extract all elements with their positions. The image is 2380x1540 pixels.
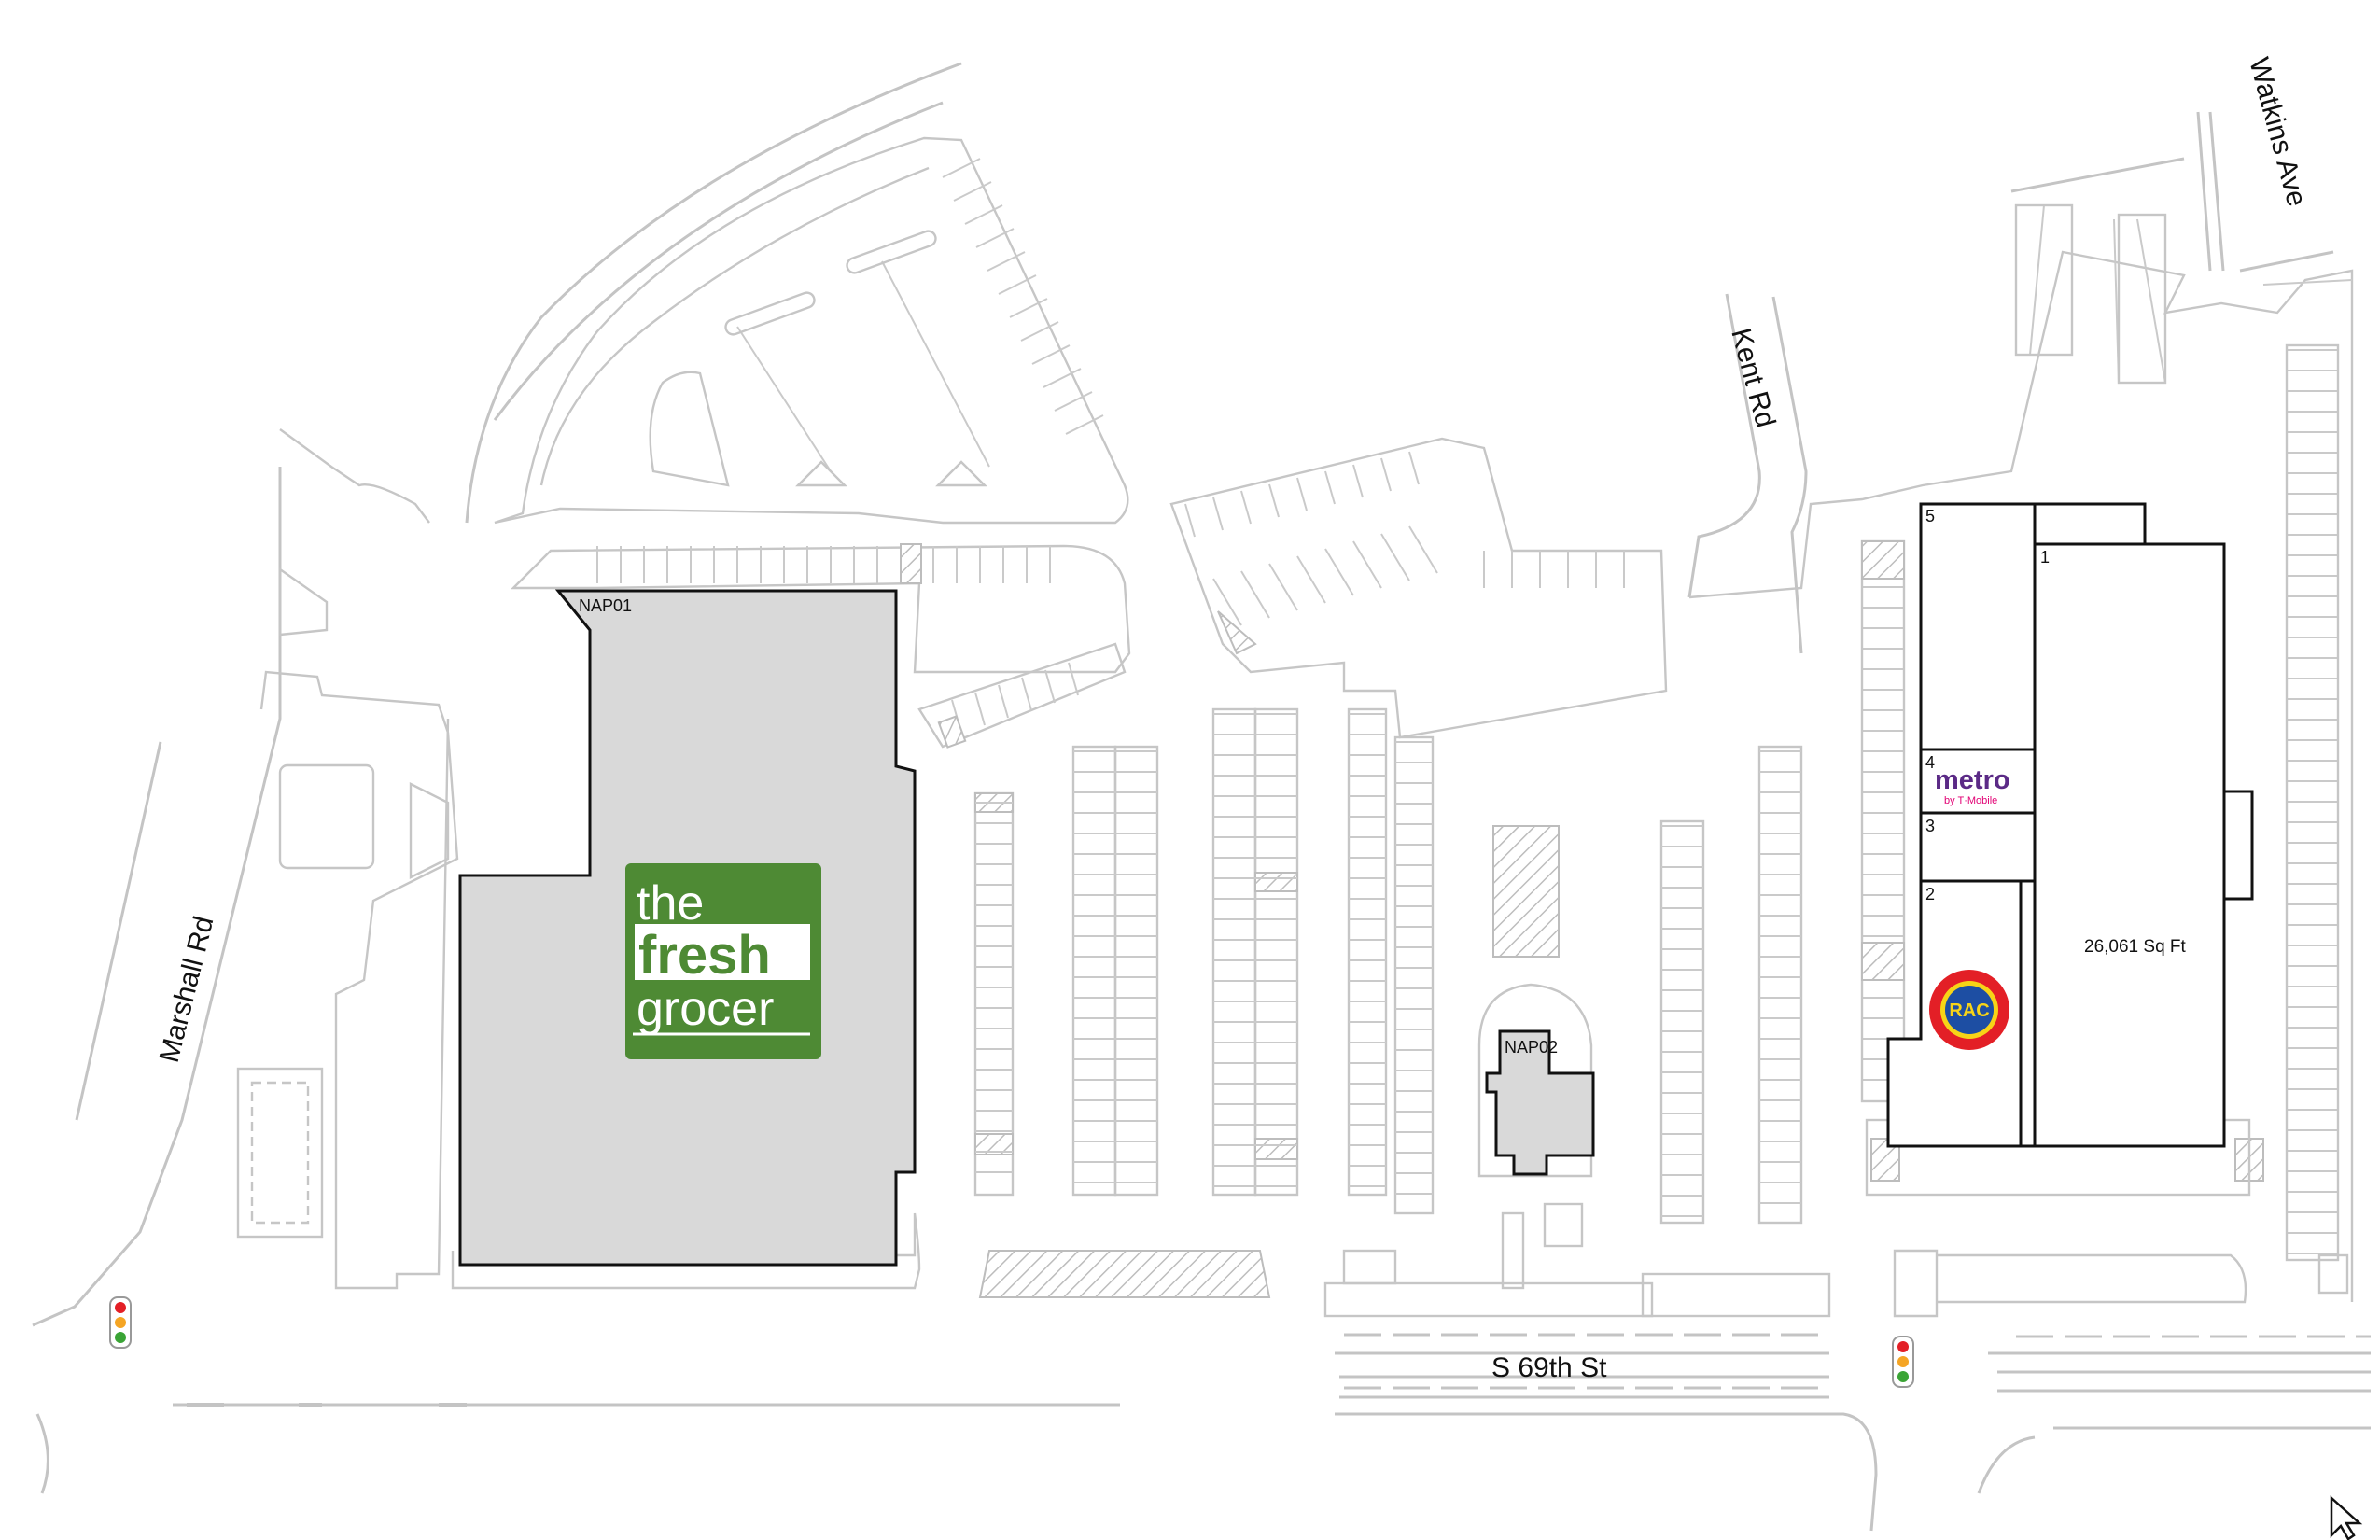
street-label-marshall: Marshall Rd	[154, 913, 220, 1065]
unit-number-2: 2	[1925, 885, 1935, 903]
logo-line-fresh: fresh	[638, 925, 771, 986]
building-nap02[interactable]: NAP02	[1485, 1029, 1595, 1176]
rent-a-center-logo: RAC	[1929, 970, 2009, 1050]
traffic-light-icon	[109, 1296, 132, 1349]
unit-number-4: 4	[1925, 753, 1935, 772]
parcel-label-nap01: NAP01	[579, 596, 632, 615]
svg-text:RAC: RAC	[1949, 1001, 1989, 1021]
unit-4[interactable]: 4 metro by T·Mobile	[1919, 748, 2037, 815]
street-label-s69: S 69th St	[1491, 1352, 1607, 1383]
stall-row	[596, 546, 1051, 583]
stall-ticks	[975, 349, 2338, 1254]
parking-areas	[236, 136, 2354, 1318]
shopping-center-outline	[1886, 502, 2254, 1148]
road-network	[32, 62, 2371, 1532]
stall-row	[942, 158, 1104, 435]
unit-2[interactable]: 2 RAC	[1886, 879, 2023, 1148]
street-label-kent: Kent Rd	[1725, 325, 1781, 430]
logo-line-the: the	[637, 876, 704, 931]
stall-row	[951, 662, 1079, 734]
shopping-center: 1 26,061 Sq Ft 5 4 metro by T·Mobile 3 2	[1886, 502, 2254, 1148]
svg-text:metro: metro	[1935, 765, 2010, 795]
metro-by-t-mobile-logo: metro by T·Mobile	[1935, 765, 2010, 806]
unit-number-3: 3	[1925, 817, 1935, 835]
stall-row	[1184, 451, 1625, 626]
unit-1-area: 26,061 Sq Ft	[2084, 937, 2187, 957]
parking-columns	[973, 707, 1803, 1298]
unit-number-5: 5	[1925, 507, 1935, 525]
stall-row	[2029, 204, 2353, 384]
svg-text:by T·Mobile: by T·Mobile	[1944, 795, 1997, 806]
unit-number-1: 1	[2040, 548, 2050, 567]
north-arrow-icon	[2330, 1495, 2363, 1540]
fresh-grocer-logo: the fresh grocer	[625, 863, 821, 1059]
logo-line-grocer: grocer	[637, 982, 774, 1036]
parcel-label-nap02: NAP02	[1505, 1038, 1558, 1057]
traffic-light-icon	[1892, 1336, 1914, 1388]
street-label-watkins: Watkins Ave	[2243, 54, 2312, 209]
